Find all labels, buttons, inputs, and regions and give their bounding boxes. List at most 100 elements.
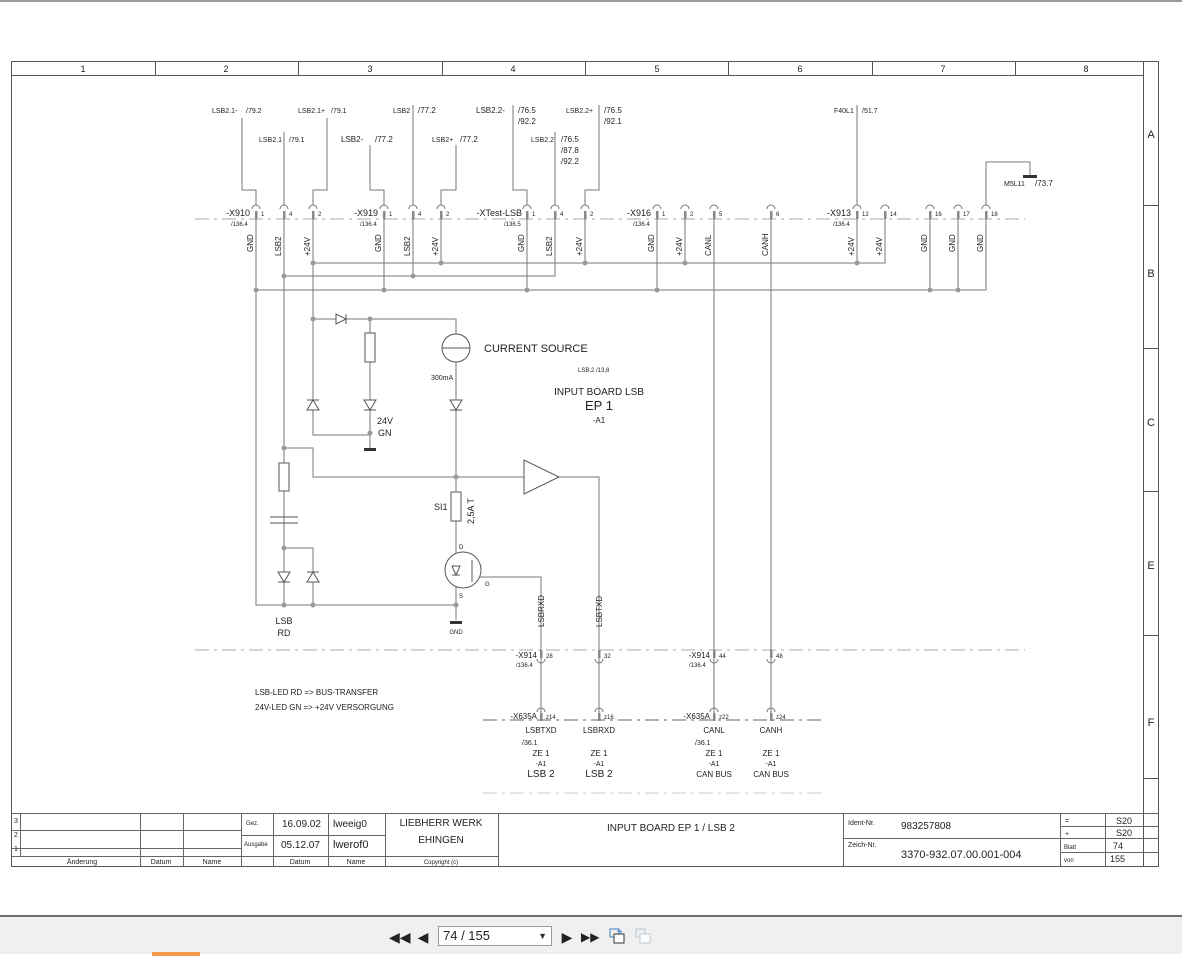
pin-signal: +24V xyxy=(847,236,856,256)
pin-socket-icon xyxy=(766,204,776,210)
plus-value: S20 xyxy=(1116,828,1132,838)
pin-contact xyxy=(283,211,286,219)
title-block-grid xyxy=(11,813,1158,866)
revision-row: 2 xyxy=(14,832,18,839)
fit-width-button[interactable] xyxy=(634,927,652,947)
previous-page-button[interactable]: ◀ xyxy=(414,927,432,947)
pin-socket-icon xyxy=(379,204,389,210)
pin-socket-icon xyxy=(852,204,862,210)
pin-signal: GND xyxy=(246,234,255,252)
target-a: -A1 xyxy=(709,761,720,768)
pin-signal: GND xyxy=(647,234,656,252)
connector-ref: /136.4 xyxy=(689,663,706,669)
signal-lsbrxd: LSBRXD xyxy=(537,595,546,627)
first-page-button[interactable]: ◀◀ xyxy=(389,927,411,947)
pin-signal: LSB2 xyxy=(403,236,412,256)
signal-ref: /76.5 xyxy=(561,135,579,144)
fuse-symbol xyxy=(450,491,462,522)
target-signal: LSBTXD xyxy=(525,726,556,735)
led-green-label: 24V xyxy=(377,416,393,426)
pin-contact xyxy=(412,211,415,219)
diode-symbol xyxy=(449,399,463,411)
von-value: 155 xyxy=(1110,854,1125,864)
pin-socket-icon xyxy=(709,204,719,210)
col-aenderung: Änderung xyxy=(67,858,97,866)
plus-label: + xyxy=(1065,831,1069,838)
fit-page-button[interactable] xyxy=(608,927,626,947)
page-selector[interactable]: 74 / 155▼ xyxy=(438,926,552,946)
previous-page-icon: ◀ xyxy=(417,929,429,945)
pin-socket-icon xyxy=(880,204,890,210)
ident-value: 983257808 xyxy=(901,821,951,832)
company-location: EHINGEN xyxy=(418,835,464,846)
pin-signal: +24V xyxy=(675,236,684,256)
pin-socket-icon xyxy=(580,204,590,210)
current-value: 300mA xyxy=(431,375,454,382)
signal-ref: /79.2 xyxy=(246,108,262,115)
pin-contact xyxy=(312,211,315,219)
pin-socket-icon xyxy=(594,658,604,664)
page-navigation-toolbar: ◀◀ ◀ 74 / 155▼ ▶ ▶▶ xyxy=(0,915,1182,956)
column-number: 2 xyxy=(223,64,228,74)
drawing-title: INPUT BOARD EP 1 / LSB 2 xyxy=(607,823,735,834)
target-signal: CANL xyxy=(703,726,725,735)
target-a: -A1 xyxy=(594,761,605,768)
next-page-button[interactable]: ▶ xyxy=(558,927,576,947)
signal-ref: /79.1 xyxy=(289,137,305,144)
signal-ref: /73.7 xyxy=(1035,179,1053,188)
name-label: Name xyxy=(347,859,366,866)
gez-name: lweeig0 xyxy=(333,819,367,830)
pin-socket-icon xyxy=(251,204,261,210)
target-ze: ZE 1 xyxy=(706,749,723,758)
pin-signal: GND xyxy=(374,234,383,252)
pin-number: 17 xyxy=(963,212,970,218)
pin-number: 18 xyxy=(991,212,998,218)
target-ze: ZE 1 xyxy=(591,749,608,758)
pin-number: 1 xyxy=(532,212,536,218)
pin-number: 32 xyxy=(604,654,611,660)
note-line: LSB-LED RD => BUS-TRANSFER xyxy=(255,688,378,697)
target-a: -A1 xyxy=(766,761,777,768)
pin-signal: GND xyxy=(976,234,985,252)
signal-ref: /92.2 xyxy=(561,157,579,166)
components xyxy=(270,313,561,589)
page-indicator: 74 / 155 xyxy=(443,928,490,943)
signal-label: LSB2- xyxy=(341,135,364,144)
signal-ref: /79.1 xyxy=(331,108,347,115)
current-source-label: CURRENT SOURCE xyxy=(484,343,588,355)
connector-name: -X916 xyxy=(627,208,651,218)
connector-ref: /136.4 xyxy=(231,222,248,228)
pin-signal: LSB2 xyxy=(545,236,554,256)
pin-number: 5 xyxy=(719,212,723,218)
pin-contact xyxy=(884,211,887,219)
revision-row: 1 xyxy=(14,846,18,853)
page-view-icon xyxy=(635,928,651,944)
pin-socket-icon xyxy=(709,658,719,664)
pin-contact xyxy=(713,211,716,219)
last-page-icon: ▶▶ xyxy=(581,930,600,944)
target-bus: LSB 2 xyxy=(527,769,555,780)
pin-contact xyxy=(856,211,859,219)
target-bus: CAN BUS xyxy=(696,770,732,779)
pin-contact xyxy=(584,211,587,219)
copyright: Copyright (c) xyxy=(424,860,458,866)
resistor-symbol xyxy=(364,332,376,363)
pin-contact xyxy=(929,211,932,219)
last-page-button[interactable]: ▶▶ xyxy=(581,927,599,947)
signal-label: LSB2.1+ xyxy=(298,108,325,115)
pin-contact xyxy=(383,211,386,219)
pin-signal: GND xyxy=(948,234,957,252)
signal-label: LSB2.2 xyxy=(531,137,554,144)
progress-indicator xyxy=(152,952,200,956)
pin-number: 1 xyxy=(662,212,666,218)
pin-contact xyxy=(554,211,557,219)
pin-number: 44 xyxy=(719,654,726,660)
pin-number: 2 xyxy=(690,212,694,218)
lower-connectors: -X914/136.4-X914/136.4-X635A-X635A28z14L… xyxy=(510,650,789,780)
connector-name: -X635A xyxy=(683,712,710,721)
pin-signal: LSB2 xyxy=(274,236,283,256)
pin-number: z22 xyxy=(719,715,729,721)
pin-signal: GND xyxy=(920,234,929,252)
